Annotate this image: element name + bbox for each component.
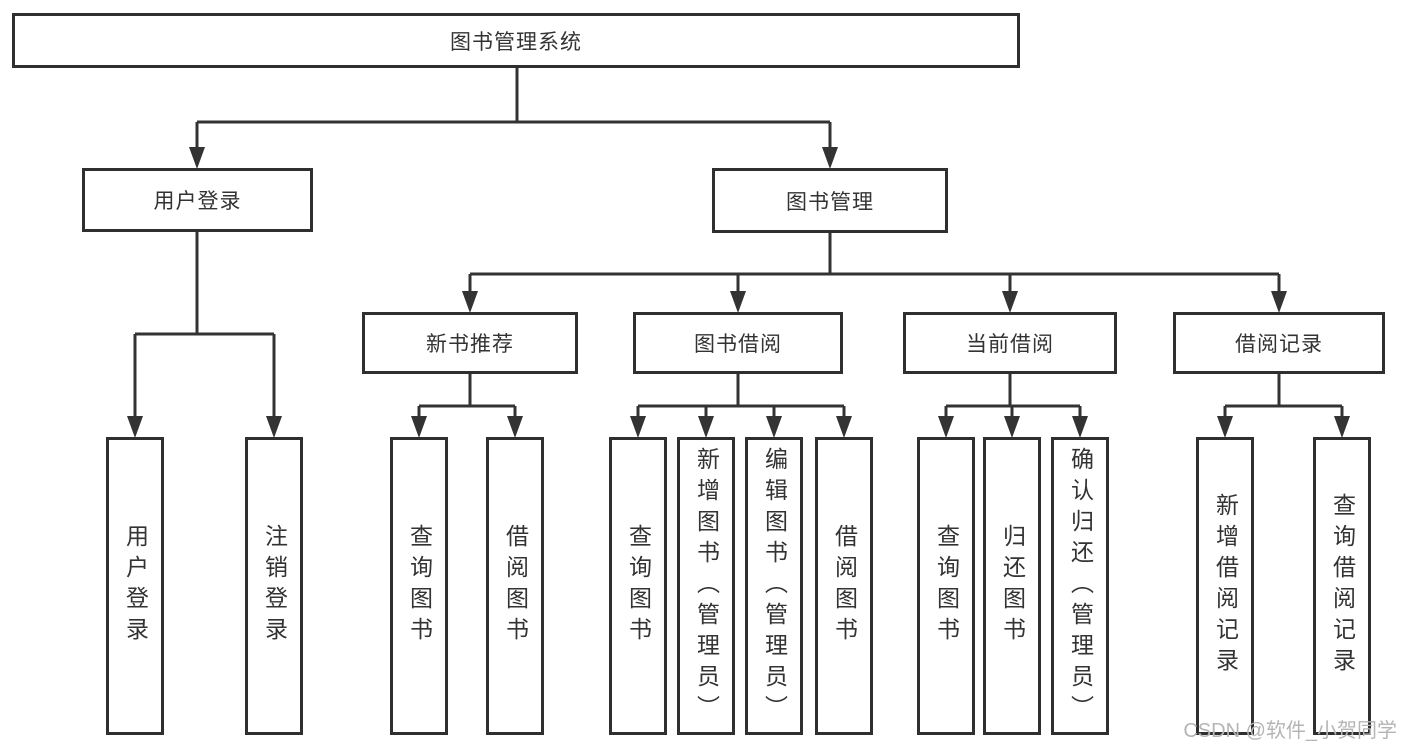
connector-book-borrowing-to-leaves [630,374,852,438]
node-book-management: 图书管理 [712,168,948,233]
arrow-down-icon [127,416,143,438]
arrow-down-icon [462,291,478,313]
node-label: 编辑图书（管理员） [761,446,788,726]
node-add-borrow-record: 新增借阅记录 [1196,437,1254,735]
arrow-down-icon [630,416,646,438]
arrow-down-icon [938,416,954,438]
arrow-down-icon [1217,416,1233,438]
node-label: 图书管理系统 [450,30,582,54]
node-borrow-books-recommendation: 借阅图书 [486,437,544,735]
arrow-down-icon [1002,291,1018,313]
node-query-borrow-record: 查询借阅记录 [1313,437,1371,735]
node-label: 查询图书 [625,524,652,648]
connector-new-book-recommendation-to-leaves [411,374,523,438]
arrow-down-icon [266,416,282,438]
node-user-login-leaf: 用户登录 [106,437,164,735]
arrow-down-icon [1271,291,1287,313]
arrow-down-icon [836,416,852,438]
node-label: 查询借阅记录 [1329,493,1356,679]
node-book-borrowing: 图书借阅 [633,312,843,374]
arrow-down-icon [1004,416,1020,438]
node-library-management-system: 图书管理系统 [12,13,1020,68]
arrow-down-icon [1072,416,1088,438]
node-query-books-borrowing: 查询图书 [609,437,667,735]
node-label: 新书推荐 [426,333,514,356]
arrow-down-icon [730,291,746,313]
node-label: 查询图书 [406,524,433,648]
node-current-borrowing: 当前借阅 [903,312,1117,374]
node-query-books-current: 查询图书 [917,437,975,735]
node-return-books: 归还图书 [983,437,1041,735]
node-borrowing-records: 借阅记录 [1173,312,1385,374]
arrow-down-icon [507,416,523,438]
arrow-down-icon [822,147,838,169]
connector-user-login-to-leaves [127,232,282,438]
node-label: 图书管理 [786,190,874,214]
node-label: 归还图书 [999,524,1026,648]
node-user-login: 用户登录 [82,168,313,232]
connector-borrowing-records-to-leaves [1217,374,1350,438]
node-label: 注销登录 [261,524,288,648]
node-label: 用户登录 [153,190,242,213]
node-label: 借阅图书 [831,524,858,648]
node-logout: 注销登录 [245,437,303,735]
node-borrow-books-leaf: 借阅图书 [815,437,873,735]
node-label: 确认归还（管理员） [1067,446,1094,726]
arrow-down-icon [189,147,205,169]
arrow-down-icon [698,416,714,438]
arrow-down-icon [766,416,782,438]
node-new-book-recommendation: 新书推荐 [362,312,578,374]
arrow-down-icon [411,416,427,438]
csdn-watermark: CSDN @软件_小贺同学 [1183,720,1397,742]
connector-current-borrowing-to-leaves [938,374,1088,438]
node-label: 借阅图书 [502,524,529,648]
node-label: 图书借阅 [694,333,782,356]
node-edit-book-admin: 编辑图书（管理员） [745,437,803,735]
node-label: 新增借阅记录 [1212,493,1239,679]
node-label: 借阅记录 [1235,333,1323,356]
node-label: 用户登录 [122,524,149,648]
arrow-down-icon [1334,416,1350,438]
connector-book-management-to-level3 [462,233,1287,313]
node-confirm-return-admin: 确认归还（管理员） [1051,437,1109,735]
node-add-book-admin: 新增图书（管理员） [677,437,735,735]
node-label: 查询图书 [933,524,960,648]
node-label: 当前借阅 [966,333,1054,356]
node-query-books-recommendation: 查询图书 [390,437,448,735]
node-label: 新增图书（管理员） [693,446,720,726]
connector-root-to-level2 [189,68,838,169]
